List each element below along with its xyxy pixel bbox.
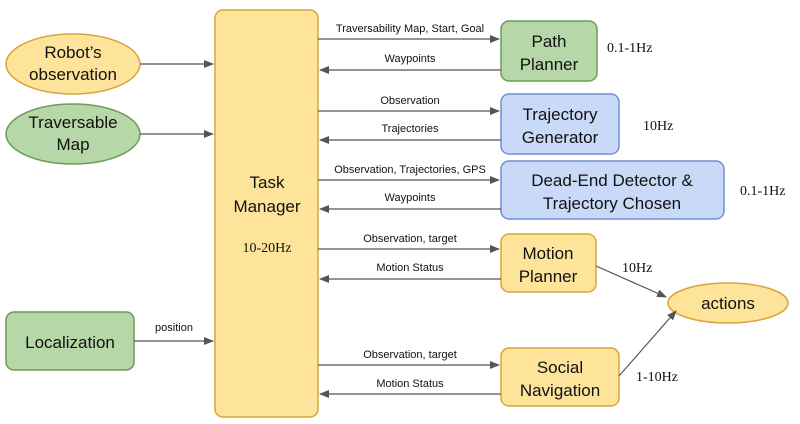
social-navigation-label-1: Social (537, 358, 583, 377)
trajectory-generator-out-label: Observation (380, 95, 439, 107)
social-navigation-out-label: Observation, target (363, 349, 457, 361)
path-planner-node: Path Planner (500, 20, 598, 82)
localization-node: Localization (5, 311, 135, 371)
dead-end-detector-in-label: Waypoints (385, 192, 436, 204)
position-edge-label: position (155, 322, 193, 334)
trajectory-generator-node: Trajectory Generator (500, 93, 620, 155)
path-planner-in-label: Waypoints (385, 53, 436, 65)
task-manager-label-2: Manager (233, 197, 300, 216)
motion-planner-label-2: Planner (519, 267, 578, 286)
robot-observation-label-1: Robot’s (44, 43, 101, 62)
path-planner-shape (500, 20, 598, 82)
social-navigation-node: Social Navigation (500, 347, 620, 407)
dead-end-detector-shape (500, 160, 725, 220)
robot-observation-label-2: observation (29, 65, 117, 84)
motion-planner-shape (500, 233, 597, 293)
dead-end-detector-node: Dead-End Detector & Trajectory Chosen (500, 160, 725, 220)
dead-end-detector-label-2: Trajectory Chosen (543, 194, 681, 213)
trajectory-generator-rate: 10Hz (643, 119, 673, 134)
localization-label: Localization (25, 333, 115, 352)
trajectory-generator-in-label: Trajectories (381, 123, 439, 135)
arrow-motion-planner-to-actions (595, 265, 667, 298)
path-planner-label-1: Path (532, 32, 567, 51)
actions-shape (667, 282, 789, 324)
motion-planner-node: Motion Planner (500, 233, 597, 293)
path-planner-rate: 0.1-1Hz (607, 41, 653, 56)
path-planner-label-2: Planner (520, 55, 579, 74)
motion-planner-label-1: Motion (522, 244, 573, 263)
social-navigation-shape (500, 347, 620, 407)
social-navigation-label-2: Navigation (520, 381, 600, 400)
trajectory-generator-label-1: Trajectory (523, 105, 598, 124)
robot-observation-node: Robot’s observation (5, 33, 141, 95)
path-planner-out-label: Traversability Map, Start, Goal (336, 23, 484, 35)
motion-planner-rate: 10Hz (622, 261, 652, 276)
task-manager-rate: 10-20Hz (243, 241, 292, 256)
dead-end-detector-label-1: Dead-End Detector & (531, 171, 693, 190)
traversable-map-label-1: Traversable (28, 113, 117, 132)
social-navigation-in-label: Motion Status (376, 378, 444, 390)
actions-node: actions (667, 282, 789, 324)
traversable-map-label-2: Map (56, 135, 89, 154)
arrow-social-navigation-to-actions (618, 310, 677, 377)
dead-end-detector-out-label: Observation, Trajectories, GPS (334, 164, 486, 176)
task-manager-shape (214, 9, 319, 418)
motion-planner-out-label: Observation, target (363, 233, 457, 245)
actions-label: actions (701, 294, 755, 313)
dead-end-detector-rate: 0.1-1Hz (740, 184, 786, 199)
traversable-map-node: Traversable Map (5, 103, 141, 165)
task-manager-node: Task Manager 10-20Hz (214, 9, 319, 418)
motion-planner-in-label: Motion Status (376, 262, 444, 274)
trajectory-generator-label-2: Generator (522, 128, 599, 147)
trajectory-generator-shape (500, 93, 620, 155)
social-navigation-rate: 1-10Hz (636, 370, 678, 385)
task-manager-label-1: Task (250, 173, 285, 192)
